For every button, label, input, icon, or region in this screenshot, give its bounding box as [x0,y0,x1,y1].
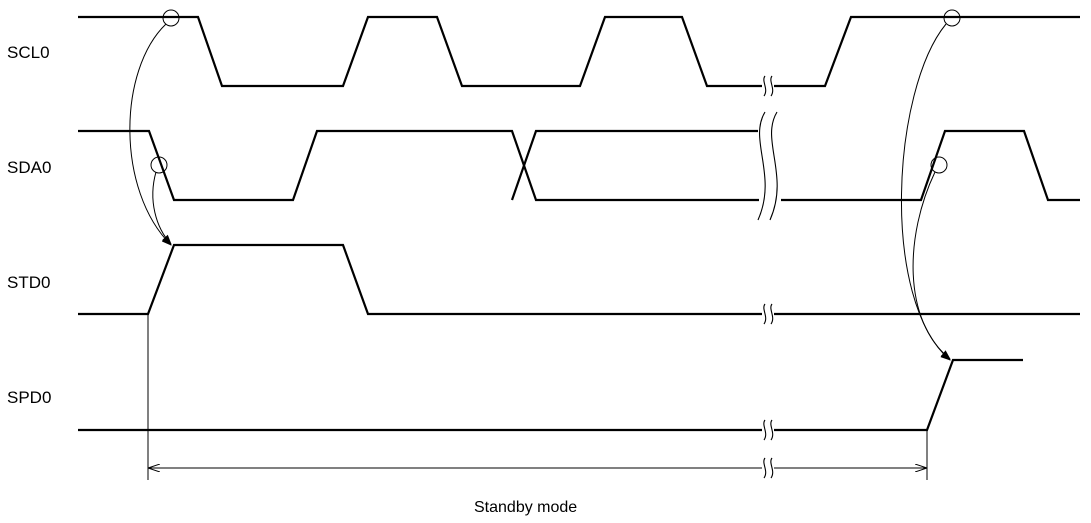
break-mark-standby [762,457,774,479]
sda-waveform [78,129,1080,202]
signal-label-std: STD0 [7,273,50,292]
signal-label-sda: SDA0 [7,158,51,177]
arrow-sda-to-std [152,171,172,245]
scl-waveform [78,15,1080,88]
event-circle-scl-stop [943,9,961,27]
standby-mode-label: Standby mode [474,499,577,516]
arrow-sda-to-spd [912,171,951,360]
break-mark-std [762,303,774,325]
break-mark-sda [757,111,781,221]
event-circle-sda-stop [930,156,948,174]
event-circle-sda-start [150,156,168,174]
break-mark-spd [762,419,774,441]
arrow-scl-to-spd [901,23,951,361]
spd-waveform [78,358,1023,432]
signal-label-spd: SPD0 [7,388,51,407]
break-mark-scl [762,75,774,97]
event-circle-scl-start [162,9,180,27]
signal-label-scl: SCL0 [7,43,50,62]
arrow-scl-to-std [129,23,172,246]
std-waveform [78,243,1080,316]
sda-waveform-crossing [510,129,758,201]
